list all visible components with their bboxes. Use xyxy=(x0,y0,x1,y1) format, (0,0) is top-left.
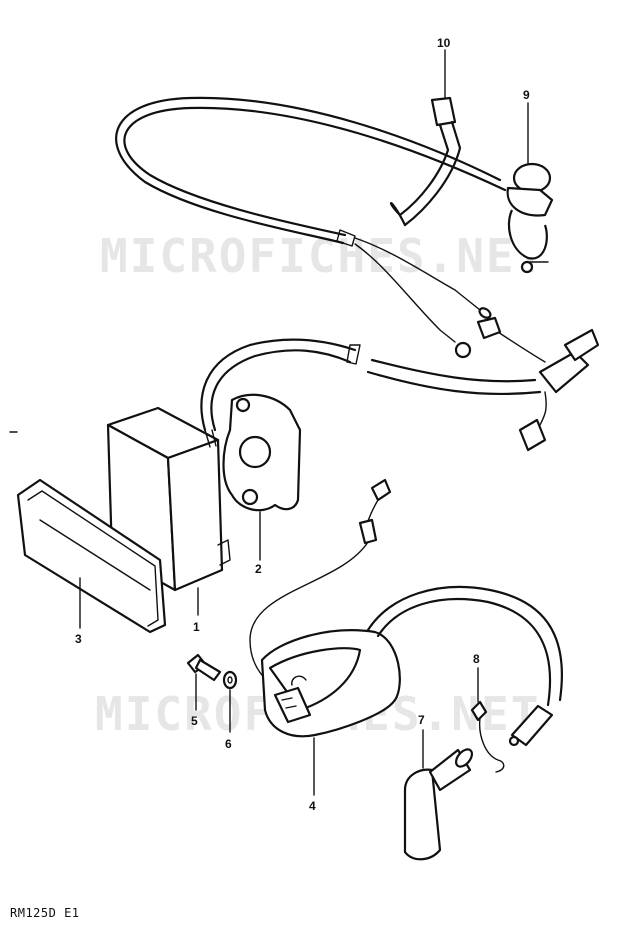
bullet-terminal xyxy=(478,307,492,319)
callout-8: 8 xyxy=(473,652,480,666)
washer xyxy=(222,670,238,690)
callouts: 10 9 2 1 3 5 6 4 7 8 xyxy=(75,36,530,813)
callout-5: 5 xyxy=(191,714,198,728)
callout-7: 7 xyxy=(418,713,425,727)
bolt xyxy=(186,653,222,682)
ht-lead xyxy=(366,585,563,747)
mount-strap xyxy=(16,478,167,634)
ground-wire xyxy=(470,700,505,773)
kill-switch xyxy=(506,162,554,274)
gasket xyxy=(222,393,302,512)
callout-1: 1 xyxy=(193,620,200,634)
kill-switch-harness xyxy=(115,96,507,359)
ring-terminal xyxy=(454,341,472,359)
callout-6: 6 xyxy=(225,737,232,751)
cdi-cable xyxy=(200,338,361,432)
connector-harness xyxy=(366,316,600,452)
spade-terminal xyxy=(518,418,547,452)
plug-cap xyxy=(403,748,474,861)
coil-lead xyxy=(249,478,392,691)
callout-4: 4 xyxy=(309,799,316,813)
callout-3: 3 xyxy=(75,632,82,646)
ignition-coil xyxy=(260,629,401,738)
callout-9: 9 xyxy=(523,88,530,102)
callout-10: 10 xyxy=(437,36,451,50)
callout-2: 2 xyxy=(255,562,262,576)
diagram-reference-code: RM125D E1 xyxy=(10,906,80,920)
clamp-band xyxy=(389,96,462,227)
